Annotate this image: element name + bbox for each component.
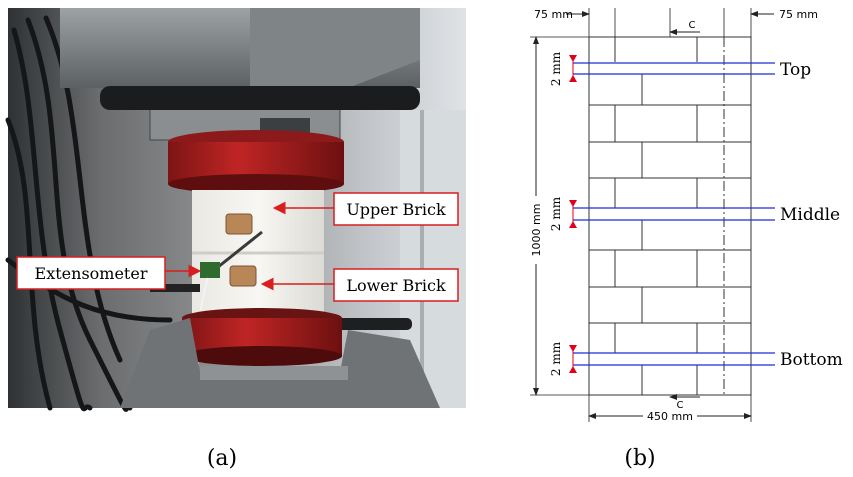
right-offset-label: 75 mm — [779, 8, 818, 21]
gap-arrows — [569, 55, 577, 373]
extensometer-label: Extensometer — [35, 264, 148, 283]
left-offset-label: 75 mm — [534, 8, 573, 21]
label-middle: Middle — [780, 205, 840, 225]
extensometer-box — [16, 256, 166, 290]
photo-panel: Upper Brick Lower Brick Extensometer — [5, 8, 466, 412]
width-label: 450 mm — [647, 410, 693, 423]
lower-ring-bottom — [182, 346, 342, 366]
crosshead-wedge — [250, 8, 420, 95]
width-label-bg — [643, 409, 697, 423]
gap-middle-label: 2 mm — [549, 196, 563, 231]
section-label-top: C — [689, 20, 696, 31]
lower-platen — [120, 318, 440, 408]
lower-brick-label: Lower Brick — [346, 276, 446, 295]
brick-courses — [589, 37, 751, 395]
gap-bottom-label: 2 mm — [549, 341, 563, 376]
upper-ring-bottom — [168, 174, 344, 194]
upper-brick-label: Upper Brick — [346, 200, 446, 219]
left-rod — [150, 284, 200, 292]
upper-grip — [100, 86, 420, 110]
lower-notch — [229, 265, 257, 287]
label-top: Top — [780, 60, 811, 80]
caption-b: (b) — [624, 446, 655, 471]
specimen-outline — [588, 36, 752, 396]
right-rod — [330, 318, 412, 330]
gap-top-label: 2 mm — [549, 51, 563, 86]
drawing-panel: 2 mm 2 mm 2 mm 1000 mm 450 mm 75 mm 75 m… — [529, 8, 843, 423]
lower-brick-box — [333, 268, 459, 302]
caption-a: (a) — [207, 446, 237, 471]
section-label-bottom: C — [677, 400, 684, 411]
frame-edge — [420, 110, 424, 408]
height-label-bg — [529, 196, 543, 264]
upper-brick-box — [333, 192, 459, 226]
label-bottom: Bottom — [780, 350, 843, 370]
extensometer-device — [200, 262, 220, 278]
lower-plate — [200, 366, 348, 380]
upper-notch — [225, 213, 253, 235]
height-label: 1000 mm — [530, 204, 543, 257]
joint-lines — [573, 62, 775, 366]
